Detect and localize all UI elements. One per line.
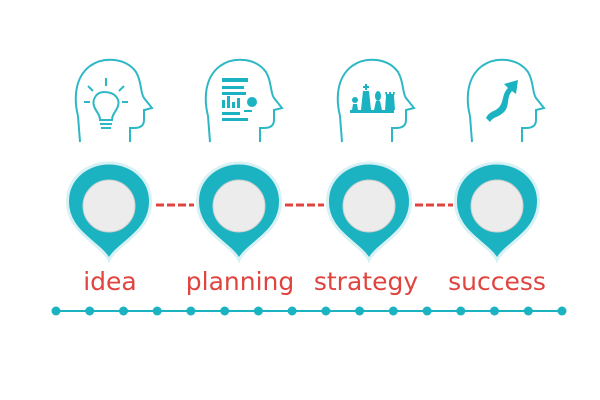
document-chart-head-icon [204,58,284,143]
timeline-dot [355,306,365,316]
step-label-success: success [448,267,546,296]
timeline-dot [557,306,567,316]
timeline-dot [51,306,61,316]
timeline [51,306,567,316]
lightbulb-head-icon [74,58,154,143]
timeline-dot [186,306,196,316]
pin-idea [66,161,152,264]
step-label-strategy: strategy [314,267,418,296]
timeline-dot [119,306,128,316]
timeline-dot [287,306,297,316]
timeline-dot [490,306,499,316]
step-label-idea: idea [83,267,137,296]
step-label-planning: planning [186,267,294,296]
timeline-dot [85,306,95,316]
pin-planning [196,161,282,264]
timeline-dot [422,306,432,316]
timeline-dot [253,306,263,316]
rising-arrow-head-icon [466,58,546,143]
timeline-dot [220,306,230,316]
timeline-dot [321,306,331,316]
pin-strategy [326,161,412,264]
timeline-dot [523,306,533,316]
chess-pieces-head-icon [336,58,416,143]
timeline-dot [456,306,466,316]
pin-success [454,161,540,264]
timeline-dot [152,306,162,316]
timeline-dot [388,306,398,316]
